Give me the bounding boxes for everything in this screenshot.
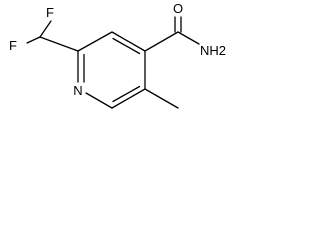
bond-c2-c3 [77,31,113,52]
atom-amide-nh2: NH2 [200,43,226,58]
atom-carbonyl-oxygen: O [173,1,183,16]
bond-c5-to-methyl [144,88,179,109]
bond-c5-c6-double [112,85,141,103]
bond-c5-c6 [111,88,146,109]
bond-c3-c4-double [112,37,141,55]
atom-fluorine-left: F [9,38,17,53]
atom-ring-nitrogen: N [73,83,82,98]
bond-c3-c4 [111,31,146,52]
bond-c2-to-chf2 [39,36,79,52]
chemical-structure: F F N O NH2 [9,1,226,109]
bond-c4-to-carbonyl [144,31,179,52]
bond-chf2-to-f-left [26,36,41,44]
bond-carbonyl-to-nh2 [177,31,200,45]
atom-fluorine-top: F [46,5,54,20]
bond-chf2-to-f-top [39,20,52,38]
bond-c6-n1 [85,92,113,109]
